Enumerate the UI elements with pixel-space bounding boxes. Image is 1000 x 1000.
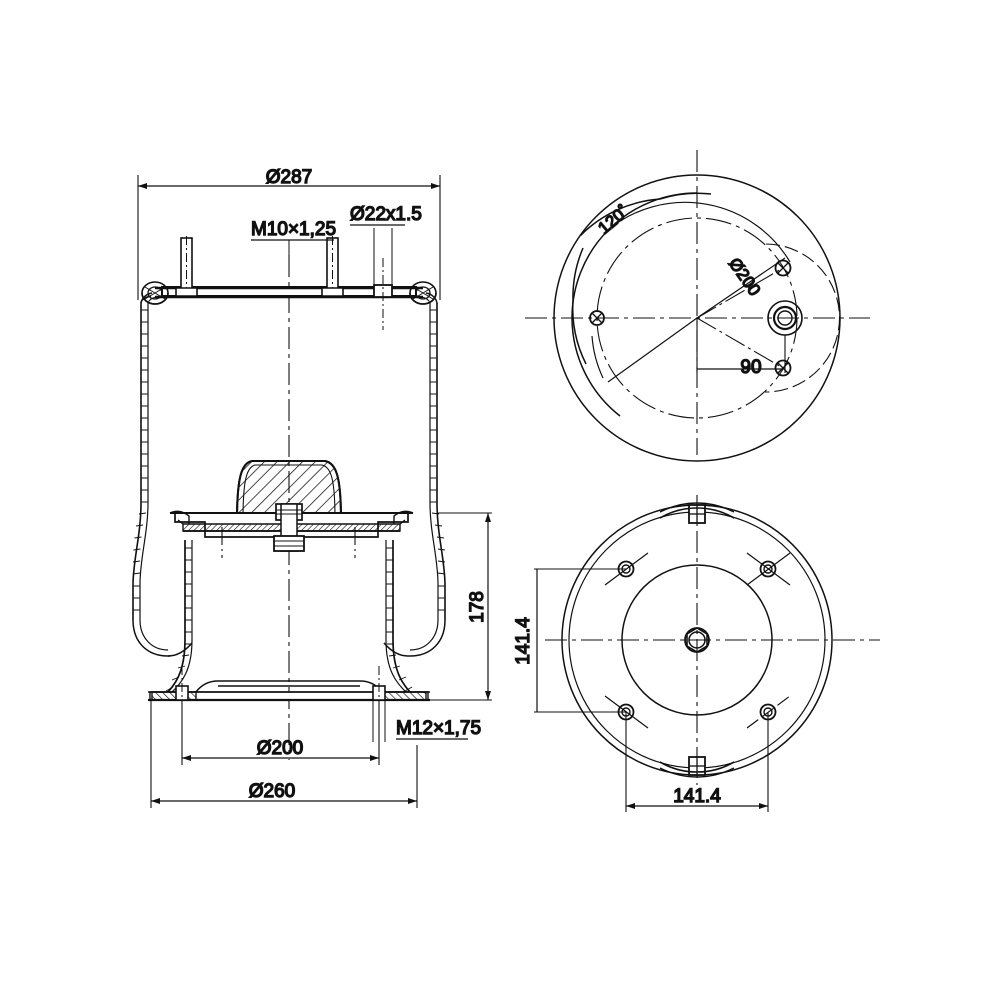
guide-pin-bottom [659,756,735,778]
dim-bottom-stud-thread: M12×1,75 [372,700,482,742]
dim-label-piston-bolt-circle: Ø200 [257,738,303,759]
dim-port-offset: 90 [696,318,786,379]
dim-height: 178 [428,512,492,701]
dim-label-bottom-spacing-vertical: 141.4 [513,617,534,665]
piston-center-hub [684,627,710,653]
rolling-lobe-left [132,619,193,657]
dim-label-top-angle: 120˚ [594,202,632,238]
dim-label-port-offset: 90 [740,357,761,378]
dim-label-top-stud-thread: M10×1,25 [251,219,336,240]
top-stud-right [321,236,344,297]
bottom-piston-view: 141.4 141.4 [512,495,880,812]
dim-outer-diameter: Ø287 [137,166,441,300]
dim-label-air-port-thread: Ø22x1.5 [350,204,422,225]
dim-piston-diameter: Ø260 [150,700,418,808]
dim-label-bottom-spacing-horizontal: 141.4 [673,786,721,807]
top-plate-inner-arc [579,198,661,237]
top-view-leaders [607,257,786,383]
dim-bottom-spacing-horizontal: 141.4 [625,712,769,812]
top-stud-left [175,236,198,297]
top-plate-view: 120˚ Ø200 90 [525,150,870,462]
bumper-stop [235,460,343,521]
guide-pin-top [659,502,735,524]
piston-dish-circle [621,564,773,716]
dim-label-bottom-stud-thread: M12×1,75 [396,718,481,739]
center-bolt [273,503,305,552]
dim-label-outer-diameter: Ø287 [266,167,312,188]
dim-top-stud-thread: M10×1,25 [250,218,337,260]
bottom-stud-right [372,666,386,704]
section-view: Ø287 M10×1,25 Ø22x1.5 178 M12×1,75 [132,166,492,808]
dim-bottom-spacing-vertical: 141.4 [512,568,626,713]
air-port-boss [373,258,393,330]
dim-air-port-thread: Ø22x1.5 [349,203,423,285]
dim-piston-bolt-circle: Ø200 [181,700,380,765]
dim-label-piston-diameter: Ø260 [249,781,295,802]
bellows-outer-wall [132,292,446,620]
top-stud-hole-left [589,310,605,326]
piston-bolt-hole-top-right [746,552,791,586]
dim-label-height: 178 [467,591,488,623]
